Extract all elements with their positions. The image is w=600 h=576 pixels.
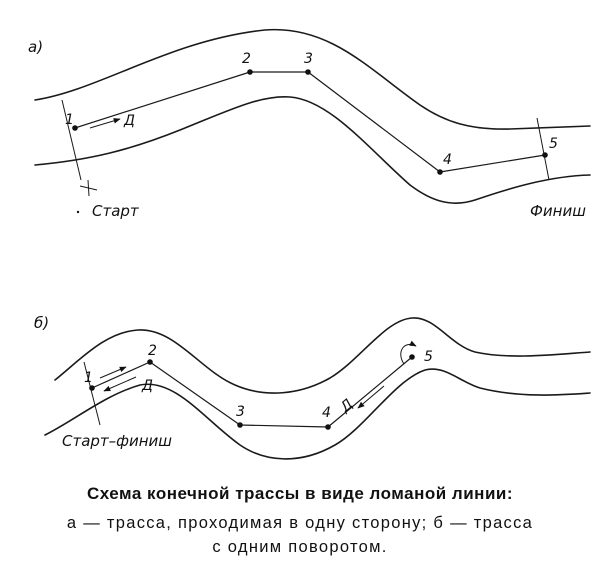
- diagram-a-point-label-2: 2: [242, 51, 251, 67]
- diagram-b-upper-bank: [54, 317, 591, 394]
- diagram-a-label: а): [28, 38, 43, 56]
- diagram-a-start-line: [61, 99, 82, 181]
- diagram-a-start-dot: [76, 210, 80, 214]
- diagram-b-point-label-4: 4: [322, 405, 331, 421]
- diagram-a-point-1: [72, 125, 78, 131]
- diagram-b-direction-label-2: Д: [337, 396, 356, 416]
- diagram-b-label: б): [34, 314, 49, 332]
- diagram-b-turn-arrow: [400, 340, 417, 365]
- diagram-b-point-label-1: 1: [84, 370, 93, 386]
- diagram-a-upper-bank: [34, 28, 591, 130]
- diagram-a-start-label: Старт: [92, 202, 140, 220]
- diagram-a: а) 1 2 3 4 5 Д Старт Финиш: [28, 28, 591, 220]
- diagram-a-start-mark-cross: [87, 179, 90, 197]
- diagram-a-point-label-3: 3: [304, 51, 313, 67]
- caption-line-2: с одним поворотом.: [212, 538, 388, 556]
- diagram-a-point-4: [437, 169, 443, 175]
- diagram-a-point-2: [247, 69, 253, 75]
- diagram-a-finish-label: Финиш: [530, 202, 586, 220]
- caption-line-1: а — трасса, проходимая в одну сторону; б…: [66, 514, 534, 532]
- diagram-a-direction-label: Д: [123, 113, 135, 129]
- diagram-a-direction-arrow: [89, 118, 121, 129]
- diagram-b-point-label-2: 2: [148, 343, 157, 359]
- diagram-a-lower-bank: [34, 96, 591, 204]
- diagram-b-lower-bank: [44, 368, 591, 460]
- diagram-b-start-finish-line: [83, 361, 101, 426]
- diagram-b-point-label-3: 3: [236, 404, 245, 420]
- diagram-b-point-3: [237, 422, 243, 428]
- diagram-a-point-label-5: 5: [549, 136, 558, 152]
- diagram-b-point-4: [325, 424, 331, 430]
- diagram-b-start-finish-label: Старт–финиш: [62, 432, 172, 450]
- diagram-b-point-1: [89, 385, 95, 391]
- diagram-b-course-line: [91, 356, 413, 428]
- diagram-a-point-5: [542, 152, 548, 158]
- diagram-a-point-3: [305, 69, 311, 75]
- caption-title: Схема конечной трассы в виде ломаной лин…: [86, 484, 514, 503]
- diagram-a-point-label-4: 4: [443, 152, 452, 168]
- diagram-b-return-arrow-2: [357, 385, 385, 409]
- diagram-b-point-2: [147, 359, 153, 365]
- diagram-a-point-label-1: 1: [65, 112, 74, 128]
- diagram-b-point-label-5: 5: [424, 349, 433, 365]
- diagram-a-finish-line: [536, 117, 550, 181]
- course-diagrams: а) 1 2 3 4 5 Д Старт Финиш б): [28, 28, 591, 460]
- diagram-a-course-line: [74, 71, 546, 173]
- diagram-b-point-5: [409, 354, 415, 360]
- diagram-b-return-arrow-1: [103, 376, 137, 392]
- diagram-b: б) 1 2 3 4 5 Д Д Старт–финиш: [34, 314, 591, 460]
- diagram-b-direction-label-1: Д: [141, 378, 153, 394]
- diagram-b-outbound-arrow-1: [99, 366, 127, 379]
